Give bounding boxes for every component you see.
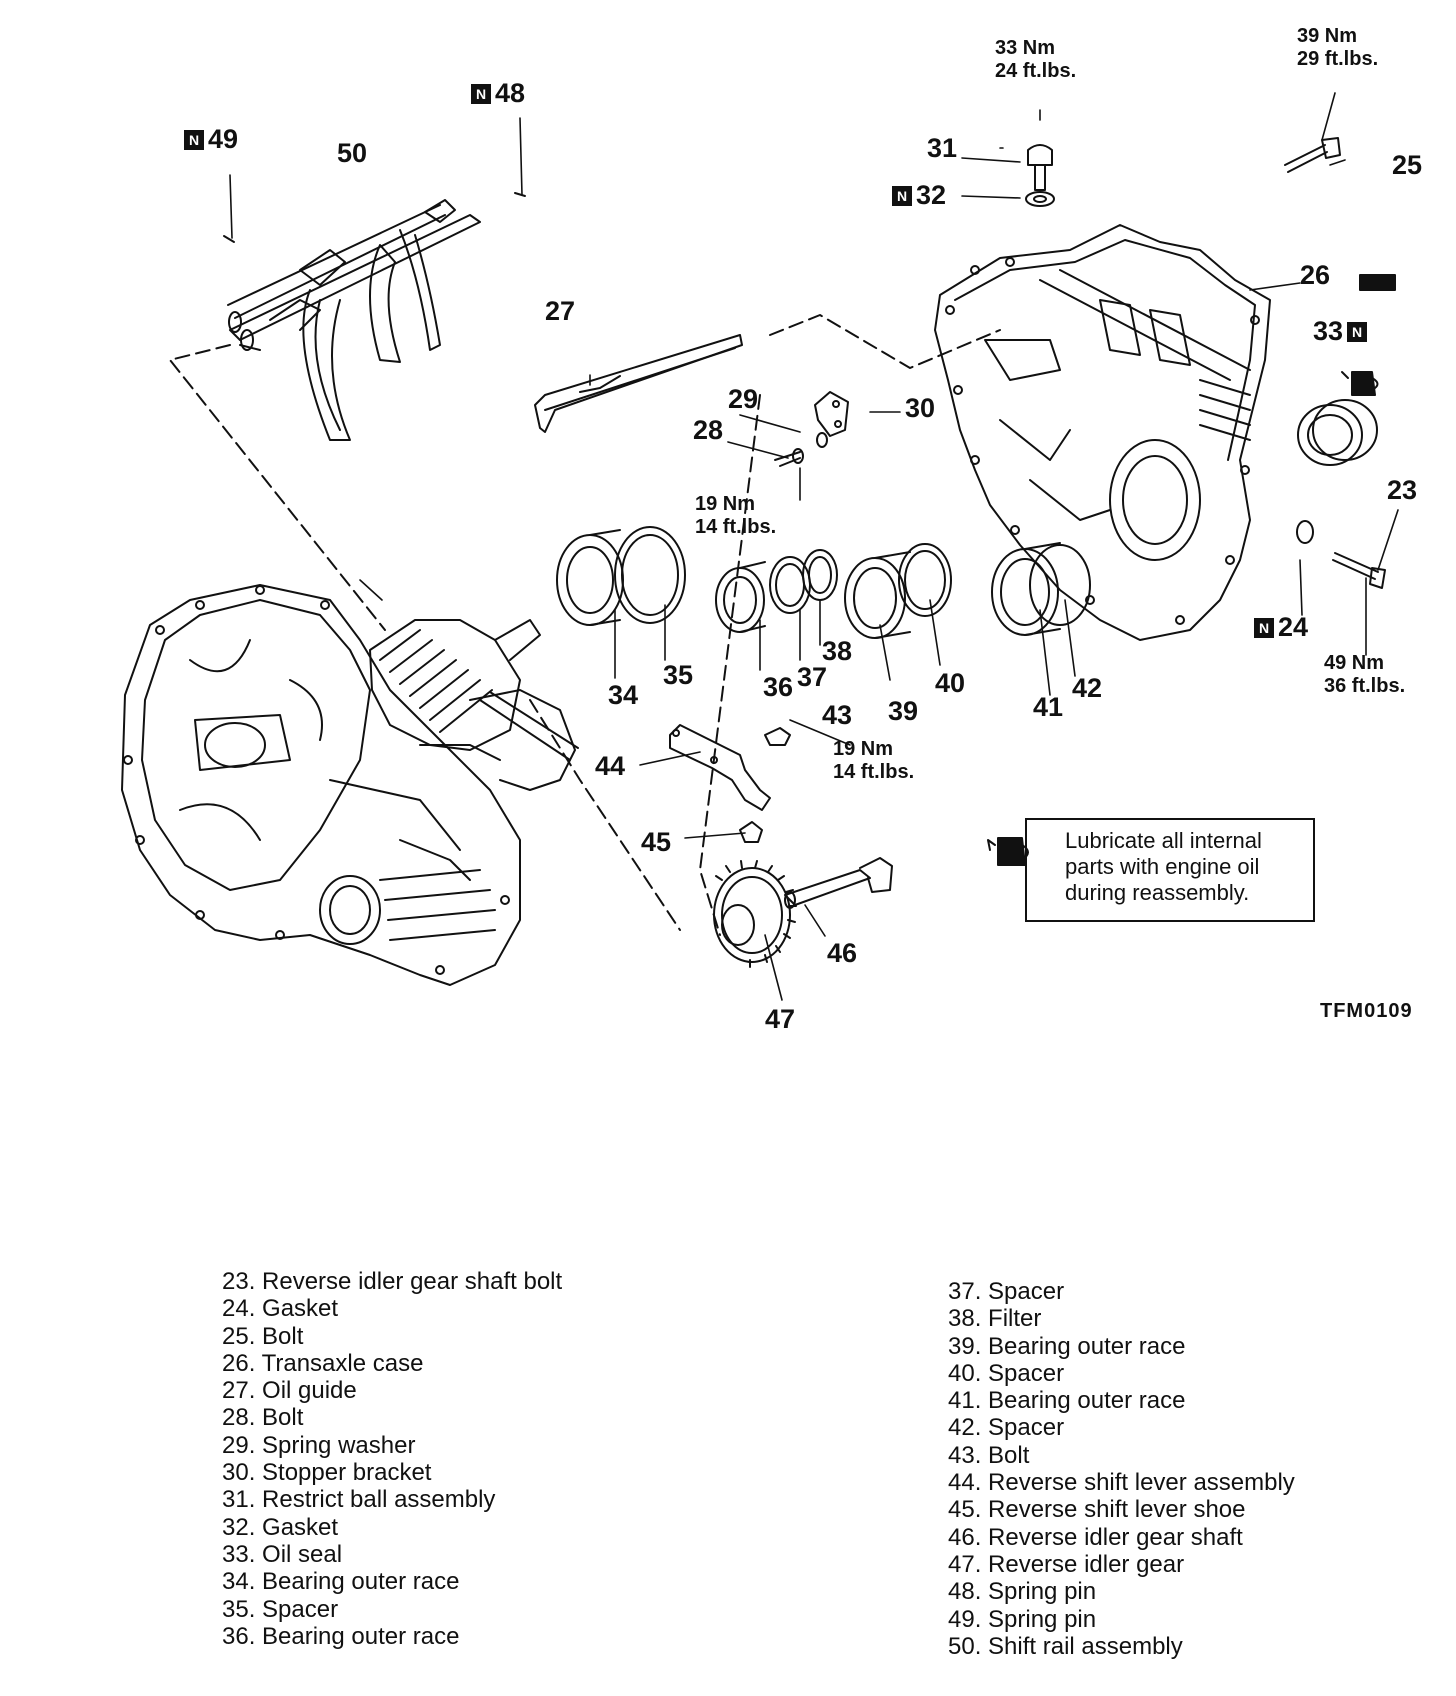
oil-guide — [534, 334, 743, 433]
callout-44: 44 — [595, 751, 626, 781]
figure-code: TFM0109 — [1320, 1000, 1413, 1022]
callout-47: 47 — [765, 1004, 796, 1034]
legend-item: 29. Spring washer — [222, 1431, 416, 1459]
callout-43: 43 — [822, 700, 853, 730]
legend-item: 42. Spacer — [948, 1414, 1065, 1442]
callout-35: 35 — [663, 660, 694, 690]
legend-item: 26. Transaxle case — [222, 1349, 424, 1377]
legend-item: 41. Bearing outer race — [948, 1387, 1186, 1415]
callout-27: 27 — [545, 296, 576, 326]
shift-lever-shoe — [739, 821, 763, 843]
note-line-3: during reassembly. — [1065, 880, 1250, 905]
legend-item: 50. Shift rail assembly — [948, 1632, 1183, 1660]
callout-41: 41 — [1033, 692, 1064, 722]
callout-25: 25 — [1392, 150, 1423, 180]
legend-item: 48. Spring pin — [948, 1578, 1097, 1606]
legend-item: 32. Gasket — [222, 1513, 339, 1541]
callout-38: 38 — [822, 636, 853, 666]
callout-31: 31 — [927, 133, 958, 163]
reverse-shift-lever — [669, 724, 791, 811]
callout-50: 50 — [337, 138, 368, 168]
gasket-bolt-23 — [1296, 520, 1386, 589]
legend-item: 31. Restrict ball assembly — [222, 1486, 496, 1514]
callout-37: 37 — [797, 662, 828, 692]
legend-item: 46. Reverse idler gear shaft — [948, 1523, 1243, 1551]
reverse-idler-gear — [713, 860, 797, 968]
legend-item: 35. Spacer — [222, 1595, 339, 1623]
callout-28: 28 — [693, 415, 724, 445]
callout-46: 46 — [827, 938, 858, 968]
callout-40: 40 — [935, 668, 966, 698]
legend-item: 34. Bearing outer race — [222, 1568, 460, 1596]
legend-item: 49. Spring pin — [948, 1605, 1097, 1633]
callout-26: 26 — [1300, 260, 1331, 290]
new-part-n-icon: N — [892, 186, 912, 206]
legend-item: 44. Reverse shift lever assembly — [948, 1469, 1295, 1497]
legend-item: 27. Oil guide — [222, 1377, 357, 1405]
bearing-spacer-39-40 — [844, 543, 952, 639]
callout-36: 36 — [763, 672, 794, 702]
exploded-view-diagram — [121, 92, 1399, 1001]
legend-item: 25. Bolt — [222, 1322, 304, 1350]
oil-seal-oil-can-icon — [1341, 371, 1379, 396]
callout-39: 39 — [888, 696, 919, 726]
note-line-1: Lubricate all internal — [1065, 828, 1262, 853]
new-part-n-icon: N — [1347, 322, 1368, 342]
shift-rail-assembly — [227, 199, 481, 441]
new-part-n-icon: N — [1254, 618, 1274, 638]
legend-item: 38. Filter — [948, 1305, 1042, 1333]
bolt-25 — [1284, 137, 1341, 173]
legend-item: 30. Stopper bracket — [222, 1459, 432, 1487]
legend-item: 28. Bolt — [222, 1404, 304, 1432]
callout-34: 34 — [608, 680, 639, 710]
note-line-2: parts with engine oil — [1065, 854, 1260, 879]
oil-seal — [1297, 399, 1378, 466]
clutch-housing — [121, 584, 521, 986]
restrict-ball-assembly — [1025, 144, 1055, 207]
transaxle-case — [934, 224, 1271, 641]
callout-45: 45 — [641, 827, 672, 857]
reverse-idler-shaft — [784, 857, 893, 909]
gear-train — [369, 619, 579, 791]
new-part-n-icon: N — [184, 130, 204, 150]
leader-lines — [229, 92, 1399, 1001]
callout-30: 30 — [905, 393, 936, 423]
callout-23: 23 — [1387, 475, 1418, 505]
legend-item: 39. Bearing outer race — [948, 1332, 1186, 1360]
bearing-spacer-34-35 — [556, 526, 686, 626]
bearing-spacer-filter-36-38 — [715, 549, 838, 633]
legend-item: 47. Reverse idler gear — [948, 1550, 1185, 1578]
stopper-bracket-group — [774, 391, 849, 467]
spring-pins — [223, 192, 526, 243]
legend-item: 37. Spacer — [948, 1278, 1065, 1305]
legend-item: 23. Reverse idler gear shaft bolt — [222, 1268, 563, 1295]
bearing-spacer-41-42 — [991, 542, 1091, 636]
legend-item: 45. Reverse shift lever shoe — [948, 1496, 1246, 1524]
callout-42: 42 — [1072, 673, 1103, 703]
legend-item: 24. Gasket — [222, 1295, 339, 1323]
legend-item: 33. Oil seal — [222, 1540, 343, 1568]
new-part-n-icon: N — [471, 84, 491, 104]
lubrication-note: Lubricate all internal parts with engine… — [1025, 818, 1315, 922]
legend-item: 40. Spacer — [948, 1359, 1065, 1387]
note-oil-can-icon — [987, 837, 1029, 866]
callout-29: 29 — [728, 384, 759, 414]
legend-item: 36. Bearing outer race — [222, 1622, 460, 1650]
legend-item: 43. Bolt — [948, 1441, 1030, 1469]
plug-26 — [1359, 274, 1396, 291]
